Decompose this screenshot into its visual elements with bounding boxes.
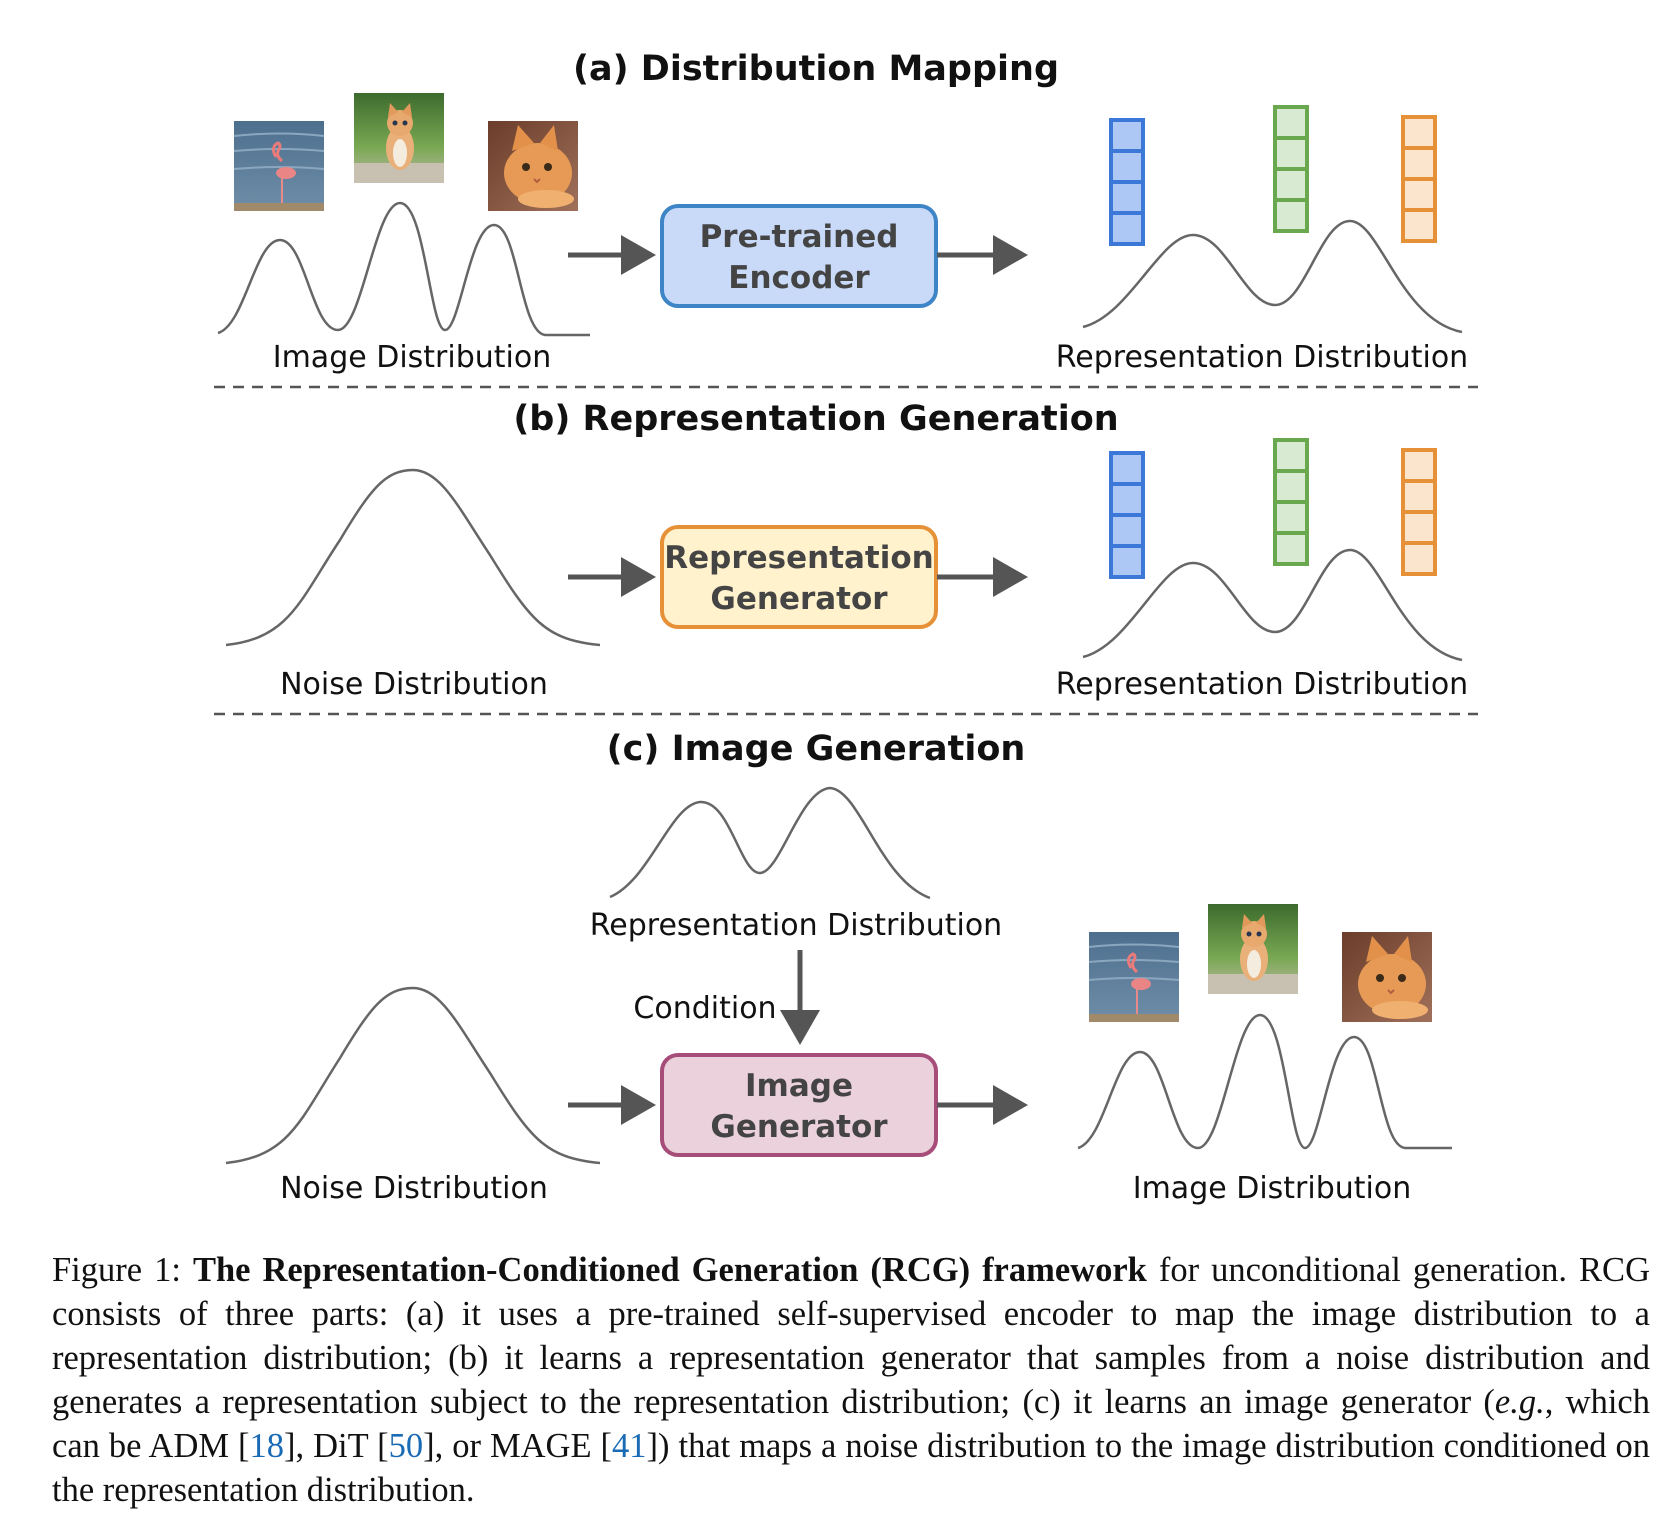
caption-text-5: ]) that maps a noise distribution to the… [52, 1427, 1651, 1509]
representation-distribution-curve-a [1082, 219, 1463, 334]
section-c: (c) Image Generation Representation Dist… [225, 729, 1452, 1206]
generated-vector-blue [1109, 451, 1145, 579]
vector-cell [1273, 438, 1309, 473]
image-distribution-curve-c [1077, 1013, 1452, 1150]
vector-cell [1109, 451, 1145, 486]
citation-dit[interactable]: 50 [388, 1427, 424, 1465]
representation-distribution-label-a: Representation Distribution [1056, 340, 1468, 375]
vector-cell [1109, 149, 1145, 184]
generated-kitten-sitting-thumbnail [1208, 904, 1298, 994]
representation-generator-label-line1: Representation [664, 540, 934, 576]
representation-distribution-curve-b [1082, 548, 1463, 662]
noise-distribution-curve-c [225, 986, 601, 1165]
vector-cell [1273, 198, 1309, 233]
vector-cell [1273, 167, 1309, 202]
citation-mage[interactable]: 41 [612, 1427, 647, 1465]
vector-cell [1401, 208, 1437, 243]
section-a-title: (a) Distribution Mapping [573, 49, 1059, 89]
caption-text-2: , which can be ADM [ [52, 1383, 1650, 1465]
vector-cell [1109, 211, 1145, 246]
caption-prefix: Figure 1: [52, 1251, 193, 1289]
representation-vector-green [1273, 105, 1309, 233]
caption-bold-title: The Representation-Conditioned Generatio… [192, 1251, 1147, 1289]
kitten-lying-thumbnail [487, 120, 579, 212]
flamingo-thumbnail [232, 119, 326, 213]
caption-eg: e.g. [1494, 1383, 1545, 1421]
noise-distribution-label-c: Noise Distribution [280, 1171, 548, 1206]
condition-label: Condition [633, 991, 776, 1026]
encoder-label-line2: Encoder [728, 260, 870, 296]
vector-cell [1401, 448, 1437, 483]
caption-text-3: ], DiT [ [284, 1427, 389, 1465]
generated-vector-green [1273, 438, 1309, 566]
section-b-title: (b) Representation Generation [513, 399, 1118, 439]
caption-text-4: ], or MAGE [ [423, 1427, 613, 1465]
representation-vector-orange [1401, 115, 1437, 243]
noise-distribution-label-b: Noise Distribution [280, 667, 548, 702]
vector-cell [1273, 500, 1309, 535]
representation-distribution-label-b: Representation Distribution [1056, 667, 1468, 702]
figure-caption: Figure 1: The Representation-Conditioned… [52, 1248, 1650, 1512]
generated-flamingo-thumbnail [1087, 930, 1181, 1024]
kitten-sitting-thumbnail [354, 93, 444, 183]
vector-cell [1109, 544, 1145, 579]
image-distribution-label-c: Image Distribution [1133, 1171, 1412, 1206]
vector-cell [1109, 180, 1145, 215]
generated-kitten-lying-thumbnail [1341, 931, 1433, 1023]
vector-cell [1273, 105, 1309, 140]
image-generator-label-line2: Generator [710, 1109, 888, 1145]
representation-generator-box [660, 525, 938, 629]
pre-trained-encoder-box [660, 204, 938, 308]
vector-cell [1273, 136, 1309, 171]
citation-adm[interactable]: 18 [249, 1427, 285, 1465]
section-a: (a) Distribution Mapping Image Distribut… [217, 49, 1468, 375]
caption-text-1: for unconditional generation. RCG consis… [52, 1251, 1650, 1421]
vector-cell [1401, 177, 1437, 212]
vector-cell [1109, 482, 1145, 517]
vector-cell [1401, 541, 1437, 576]
section-b: (b) Representation Generation Noise Dist… [225, 399, 1468, 702]
representation-generator-label-line2: Generator [710, 581, 888, 617]
representation-vector-blue [1109, 118, 1145, 246]
condition-source-label: Representation Distribution [590, 908, 1002, 943]
rcg-framework-diagram: (a) Distribution Mapping Image Distribut… [214, 49, 1478, 1206]
section-c-title: (c) Image Generation [607, 729, 1026, 769]
image-distribution-curve [217, 201, 590, 337]
vector-cell [1109, 513, 1145, 548]
encoder-label-line1: Pre-trained [700, 219, 899, 255]
representation-distribution-curve-c [609, 786, 931, 900]
vector-cell [1401, 510, 1437, 545]
vector-cell [1109, 118, 1145, 153]
vector-cell [1401, 115, 1437, 150]
image-distribution-label: Image Distribution [273, 340, 552, 375]
vector-cell [1273, 469, 1309, 504]
noise-distribution-curve-b [225, 468, 601, 647]
vector-cell [1401, 479, 1437, 514]
image-generator-label-line1: Image [745, 1068, 853, 1104]
image-generator-box [660, 1053, 938, 1157]
vector-cell [1273, 531, 1309, 566]
vector-cell [1401, 146, 1437, 181]
generated-vector-orange [1401, 448, 1437, 576]
